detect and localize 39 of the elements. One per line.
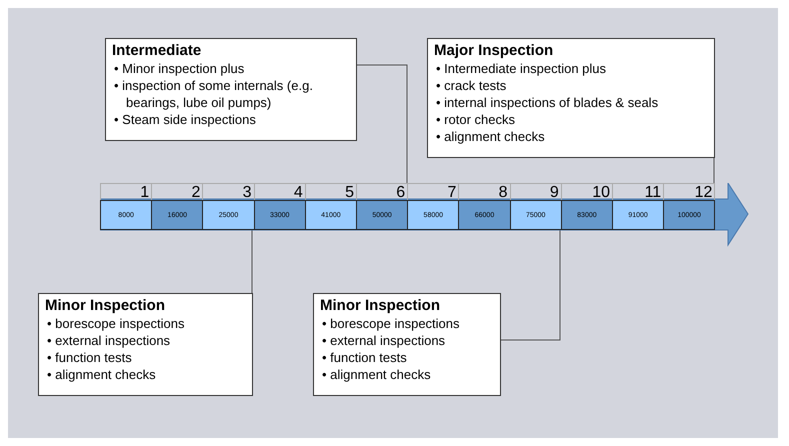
bullet-text: • Minor inspection plus bbox=[113, 60, 246, 77]
bullet-text: • internal inspections of blades & seals bbox=[435, 94, 660, 111]
bullet-text: • borescope inspections bbox=[321, 315, 461, 332]
step-number: 1 bbox=[100, 183, 152, 200]
step-number: 12 bbox=[663, 183, 716, 200]
step-number: 11 bbox=[612, 183, 664, 200]
leader-line bbox=[356, 64, 408, 184]
step-number: 5 bbox=[304, 183, 357, 200]
callout-box bbox=[38, 293, 253, 396]
callout-box bbox=[427, 38, 715, 158]
bullet-text: • crack tests bbox=[435, 77, 508, 94]
bullet-text: • external inspections bbox=[321, 332, 446, 349]
step-number: 6 bbox=[356, 183, 408, 200]
bullet-text: • alignment checks bbox=[46, 366, 157, 383]
bullet-text: • rotor checks bbox=[435, 111, 516, 128]
step-number: 8 bbox=[458, 183, 511, 200]
callout-heading: Major Inspection bbox=[434, 41, 554, 60]
bullet-text: • Steam side inspections bbox=[113, 111, 257, 128]
step-number: 4 bbox=[254, 183, 306, 200]
bullet-text: • Intermediate inspection plus bbox=[435, 60, 608, 77]
callout-heading: Minor Inspection bbox=[320, 296, 441, 315]
bullet-text: • alignment checks bbox=[435, 128, 546, 145]
callout-heading: Intermediate bbox=[112, 41, 202, 60]
bullet-text: • inspection of some internals (e.g. bearings, lube oil pumps) bbox=[113, 77, 314, 111]
bullet-text: • external inspections bbox=[46, 332, 172, 349]
callout-heading: Minor Inspection bbox=[45, 296, 166, 315]
bullet-text: • borescope inspections bbox=[46, 315, 186, 332]
step-number: 10 bbox=[560, 183, 613, 200]
step-number: 7 bbox=[407, 183, 460, 200]
callout-box bbox=[313, 293, 501, 396]
bullet-text: • alignment checks bbox=[321, 366, 432, 383]
callout-box bbox=[105, 38, 357, 141]
bullet-text: • function tests bbox=[46, 349, 133, 366]
step-number: 2 bbox=[151, 183, 204, 200]
step-number: 9 bbox=[510, 183, 562, 200]
timeline-arrow bbox=[100, 183, 750, 247]
step-number: 3 bbox=[202, 183, 255, 200]
leader-line bbox=[500, 230, 560, 340]
bullet-text: • function tests bbox=[321, 349, 408, 366]
